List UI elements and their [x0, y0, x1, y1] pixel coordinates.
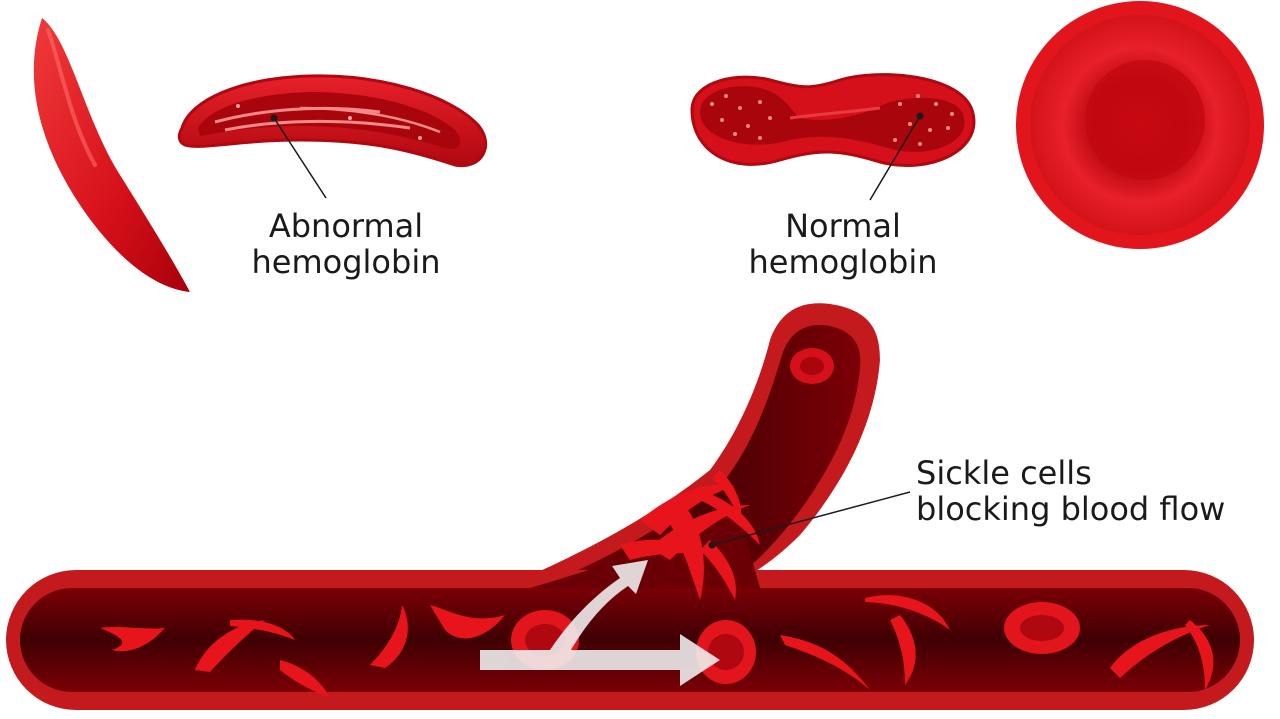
sickle-cell-icon	[195, 620, 265, 672]
normal-label-line1: Normal	[785, 207, 901, 245]
normal-cell-branch-icon	[790, 348, 834, 384]
sickle-label-line1: Sickle cells	[916, 454, 1092, 492]
sickle-cell-large-icon	[33, 18, 191, 292]
abnormal-label-line2: hemoglobin	[251, 243, 441, 281]
abnormal-leader-line	[273, 117, 327, 199]
normal-hemoglobin-label: Normal hemoglobin	[693, 208, 993, 280]
sickle-cell-icon	[370, 605, 408, 668]
sickle-cell-icon	[865, 595, 950, 630]
sickle-cell-icon	[100, 627, 165, 652]
sickle-cell-icon	[230, 619, 295, 640]
vessel-cells	[100, 595, 1214, 698]
sickle-blocking-label: Sickle cells blocking blood flow	[916, 455, 1225, 527]
sickle-cell-icon	[1110, 625, 1210, 678]
sickle-cell-icon	[1185, 620, 1214, 690]
sickle-cell-icon	[780, 635, 870, 690]
sickle-cell-cross-section-icon	[177, 74, 488, 168]
abnormal-hemoglobin-label: Abnormal hemoglobin	[196, 208, 496, 280]
sickle-cluster-icon	[620, 470, 760, 600]
abnormal-label-line1: Abnormal	[268, 207, 424, 245]
sickle-cell-icon	[430, 605, 505, 639]
flow-arrow-icon	[480, 560, 720, 686]
normal-label-line2: hemoglobin	[748, 243, 938, 281]
sickle-cell-icon	[890, 615, 916, 685]
normal-cell-cross-section-icon	[690, 73, 976, 167]
normal-leader-line	[869, 115, 921, 201]
sickle-label-line2: blocking blood flow	[916, 490, 1226, 528]
sickle-cell-icon	[280, 660, 330, 698]
sickle-leader-line	[711, 491, 911, 546]
normal-cell-icon	[1016, 1, 1264, 249]
